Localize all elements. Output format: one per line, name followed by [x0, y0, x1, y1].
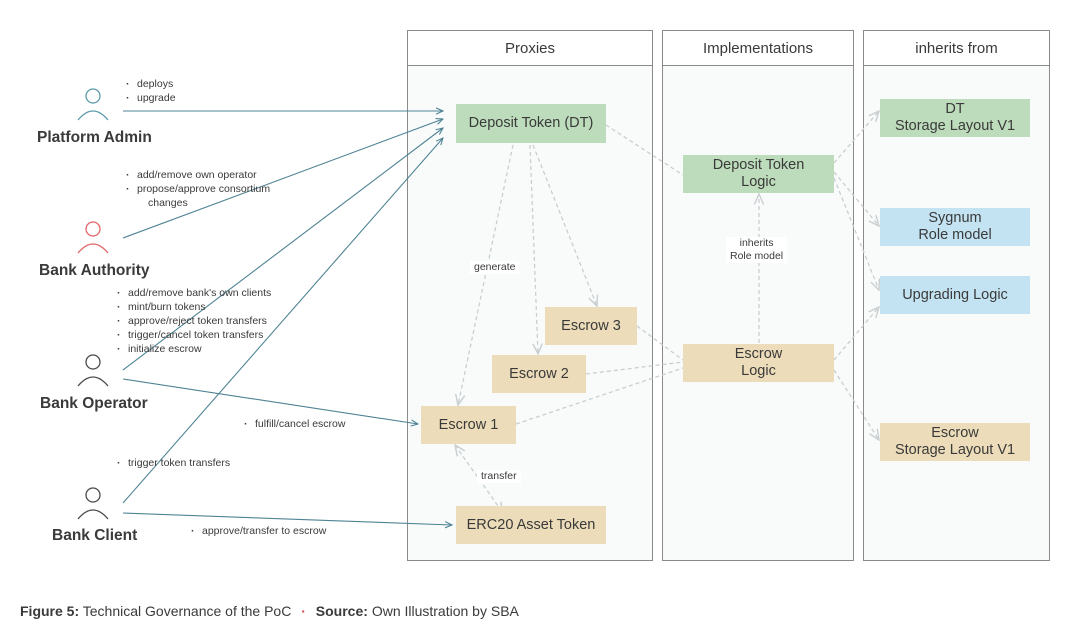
actor-bank-operator-name: Bank Operator	[40, 395, 148, 412]
edge-label-generate: generate	[470, 261, 520, 274]
node-upgrading-logic: Upgrading Logic	[880, 276, 1030, 314]
node-sygnum-role-model: Sygnum Role model	[880, 208, 1030, 246]
edge-label-inherits-role-model: inherits Role model	[726, 237, 788, 263]
edge-escrow-logic-to-storage	[833, 369, 879, 440]
edge-bank-operator-to-escrow1	[122, 378, 418, 424]
action-item: approve/transfer to escrow	[191, 524, 326, 538]
edge-escrow1-to-logic	[515, 367, 684, 425]
bank-operator-actions: add/remove bank's own clients mint/burn …	[117, 286, 271, 356]
figure-caption: Figure 5: Technical Governance of the Po…	[20, 603, 519, 619]
figure-title: Technical Governance of the PoC	[82, 603, 292, 619]
edge-dt-logic-to-upgrading	[833, 177, 879, 290]
action-item: upgrade	[126, 91, 176, 105]
edge-label-transfer: transfer	[477, 470, 521, 483]
node-escrow-2: Escrow 2	[492, 355, 586, 393]
edge-escrow-logic-to-upgrading	[833, 307, 879, 361]
source-label: Source:	[315, 603, 368, 619]
action-item: initialize escrow	[117, 342, 271, 356]
lane-implementations: Implementations	[662, 30, 854, 561]
bank-operator-escrow-action: fulfill/cancel escrow	[244, 417, 345, 431]
node-escrow-storage-layout: Escrow Storage Layout V1	[880, 423, 1030, 461]
node-escrow-3: Escrow 3	[545, 307, 637, 345]
node-escrow-logic: Escrow Logic	[683, 344, 834, 382]
edge-dt-to-dt-logic	[605, 124, 684, 176]
actor-platform-admin-name: Platform Admin	[37, 129, 152, 146]
source-text: Own Illustration by SBA	[371, 603, 519, 619]
action-item: add/remove own operator	[126, 168, 270, 182]
edge-generate-escrow1	[458, 144, 514, 405]
node-escrow-1: Escrow 1	[421, 406, 516, 444]
action-item: fulfill/cancel escrow	[244, 417, 345, 431]
caption-separator: ·	[301, 603, 306, 619]
edge-generate-escrow2	[529, 144, 538, 354]
action-item: mint/burn tokens	[117, 300, 271, 314]
figure-label: Figure 5:	[20, 603, 80, 619]
lane-title: Proxies	[408, 31, 652, 66]
edge-bank-authority-to-dt	[122, 119, 443, 239]
action-item: deploys	[126, 77, 176, 91]
action-item: add/remove bank's own clients	[117, 286, 271, 300]
platform-admin-actions: deploys upgrade	[126, 77, 176, 105]
edge-dt-logic-to-role	[833, 171, 879, 226]
lane-title: Implementations	[663, 31, 853, 66]
edge-escrow2-to-logic	[585, 361, 684, 375]
edge-generate-escrow3	[532, 144, 597, 306]
action-item-continuation: changes	[148, 197, 188, 209]
node-dt-storage-layout: DT Storage Layout V1	[880, 99, 1030, 137]
bank-operator-icon	[77, 354, 109, 387]
action-item: trigger token transfers	[117, 456, 230, 470]
action-item: approve/reject token transfers	[117, 314, 271, 328]
bank-authority-actions: add/remove own operator propose/approve …	[126, 168, 270, 210]
bank-client-actions: trigger token transfers	[117, 456, 230, 470]
node-deposit-token-logic: Deposit Token Logic	[683, 155, 834, 193]
node-deposit-token: Deposit Token (DT)	[456, 104, 606, 143]
platform-admin-icon	[77, 88, 109, 121]
action-item: trigger/cancel token transfers	[117, 328, 271, 342]
edge-dt-logic-to-storage	[833, 111, 879, 164]
bank-client-icon	[77, 487, 109, 520]
node-erc20-asset-token: ERC20 Asset Token	[456, 506, 606, 544]
bank-client-escrow-action: approve/transfer to escrow	[191, 524, 326, 538]
actor-bank-authority-name: Bank Authority	[39, 262, 150, 279]
actor-bank-client-name: Bank Client	[52, 527, 138, 544]
bank-authority-icon	[77, 221, 109, 254]
edge-bank-client-to-dt	[122, 138, 443, 504]
edge-bank-client-to-erc20	[122, 512, 452, 525]
action-item: propose/approve consortium	[126, 182, 270, 196]
edge-escrow3-to-logic	[636, 325, 684, 361]
lane-title: inherits from	[864, 31, 1049, 66]
